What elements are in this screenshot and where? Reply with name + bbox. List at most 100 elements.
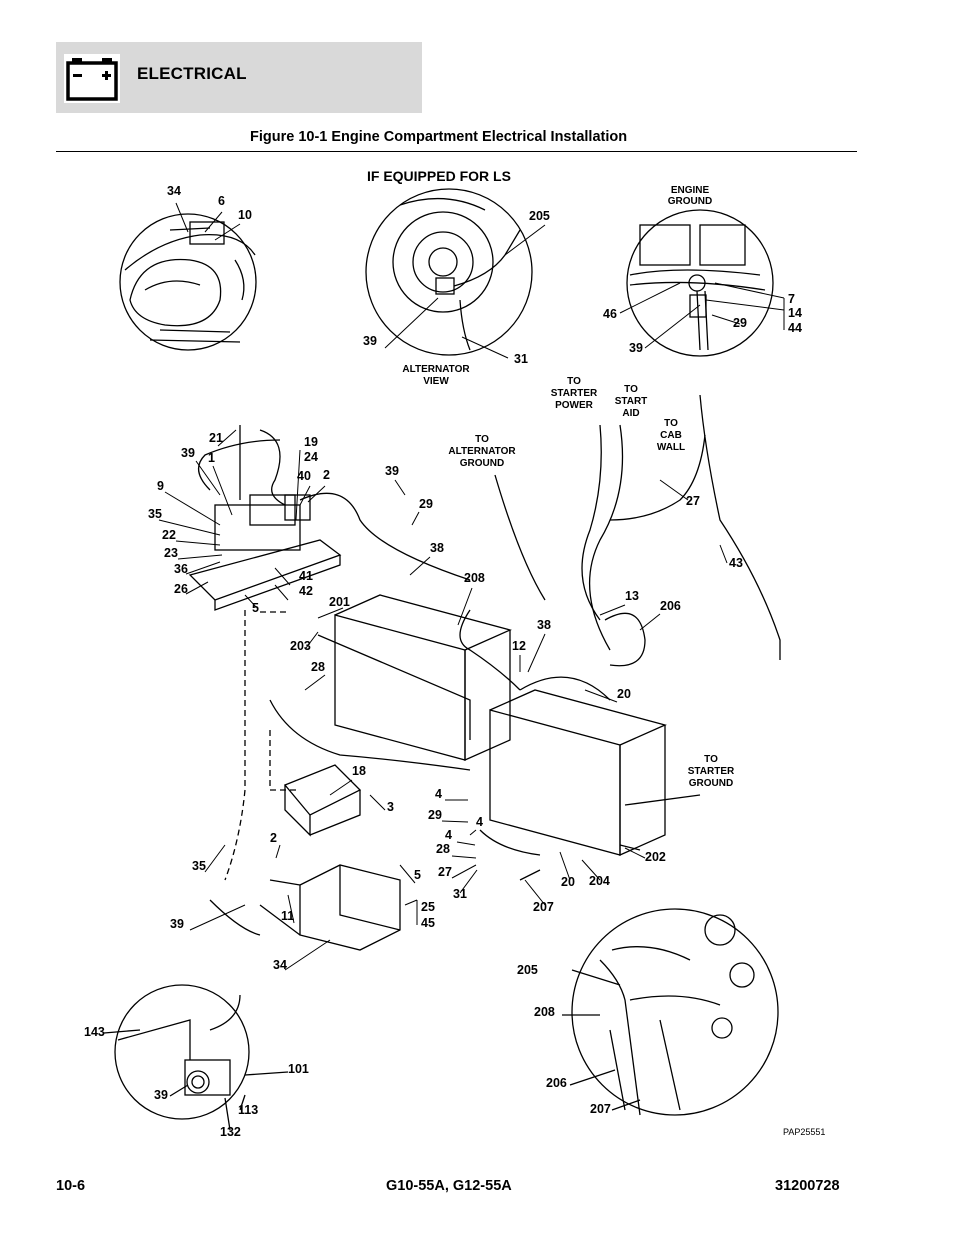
- caption-starter-power-line3: POWER: [555, 400, 594, 411]
- callout-label: 43: [729, 556, 743, 570]
- page-number: 10-6: [56, 1178, 86, 1194]
- callout-label: 22: [162, 528, 176, 542]
- caption-starter-power-line2: STARTER: [551, 388, 598, 399]
- caption-start-aid-line1: TO: [624, 384, 638, 395]
- callout-label: 4: [435, 787, 442, 801]
- detail-circle-alternator: [365, 188, 533, 356]
- ls-equipped-note: IF EQUIPPED FOR LS: [367, 168, 511, 184]
- callout-label: 40: [297, 469, 311, 483]
- caption-engine-ground-line2: GROUND: [668, 196, 712, 207]
- title-rule: [56, 151, 857, 152]
- callout-label: 4: [476, 815, 483, 829]
- callout-label: 34: [273, 958, 287, 972]
- callout-label: 7: [788, 292, 795, 306]
- relay-panel-assembly: [188, 425, 471, 611]
- section-title: ELECTRICAL: [137, 64, 247, 83]
- control-module: [283, 764, 362, 837]
- callout-label: 29: [733, 316, 747, 330]
- callout-label: 28: [311, 660, 325, 674]
- callout-label: 38: [537, 618, 551, 632]
- callout-label: 19: [304, 435, 318, 449]
- callout-label: 42: [299, 584, 313, 598]
- callout-label: 208: [464, 571, 485, 585]
- callout-label: 101: [288, 1062, 309, 1076]
- callout-label: 5: [252, 601, 259, 615]
- callout-label: 205: [517, 963, 538, 977]
- detail-circle-relay: [119, 213, 257, 351]
- callout-label: 31: [453, 887, 467, 901]
- callout-label: 208: [534, 1005, 555, 1019]
- callout-label: 201: [329, 595, 350, 609]
- callout-label: 205: [529, 209, 550, 223]
- callout-label: 35: [148, 507, 162, 521]
- caption-start-aid-line2: START: [615, 396, 648, 407]
- callout-label: 202: [645, 850, 666, 864]
- callout-label: 39: [363, 334, 377, 348]
- detail-circle-bracket: [103, 984, 289, 1131]
- callout-label: 9: [157, 479, 164, 493]
- caption-labels: ALTERNATOR VIEW ENGINE GROUND TO STARTER…: [402, 185, 735, 789]
- caption-cab-wall-line1: TO: [664, 418, 678, 429]
- caption-cab-wall-line2: CAB: [660, 430, 682, 441]
- battery-icon: [64, 54, 120, 103]
- wire-routing-dashed: [224, 610, 300, 881]
- callout-label: 25: [421, 900, 435, 914]
- callout-label: 31: [514, 352, 528, 366]
- callout-label: 27: [438, 865, 452, 879]
- detail-circle-engine-ground: [626, 209, 774, 357]
- callout-label: 14: [788, 306, 802, 320]
- callout-label: 44: [788, 321, 802, 335]
- callout-label: 12: [512, 639, 526, 653]
- callout-label: 2: [270, 831, 277, 845]
- callout-label: 143: [84, 1025, 105, 1039]
- callout-label: 13: [625, 589, 639, 603]
- caption-alt-ground-line2: ALTERNATOR: [448, 446, 516, 457]
- cable-runs: [269, 394, 781, 881]
- caption-starter-ground-line3: GROUND: [689, 778, 733, 789]
- callout-label: 18: [352, 764, 366, 778]
- callout-label: 38: [430, 541, 444, 555]
- callout-label: 46: [603, 307, 617, 321]
- callout-label: 113: [238, 1103, 258, 1117]
- callout-label: 207: [533, 900, 554, 914]
- callout-label: 39: [154, 1088, 168, 1102]
- caption-cab-wall-line3: WALL: [657, 442, 685, 453]
- detail-circle-cable-clamp: [562, 908, 779, 1116]
- figure-id: PAP25551: [783, 1127, 826, 1137]
- callout-label: 23: [164, 546, 178, 560]
- callout-label: 206: [546, 1076, 567, 1090]
- document-number: 31200728: [775, 1178, 840, 1194]
- callout-label: 10: [238, 208, 252, 222]
- figure-title: Figure 10-1 Engine Compartment Electrica…: [250, 129, 628, 145]
- callout-label: 45: [421, 916, 435, 930]
- callout-label: 35: [192, 859, 206, 873]
- callout-label: 20: [617, 687, 631, 701]
- caption-starter-power-line1: TO: [567, 376, 581, 387]
- callout-label: 39: [181, 446, 195, 460]
- caption-start-aid-line3: AID: [622, 408, 639, 419]
- callout-label: 5: [414, 868, 421, 882]
- callout-label: 27: [686, 494, 700, 508]
- callout-label: 2: [323, 468, 330, 482]
- callout-label: 39: [385, 464, 399, 478]
- battery-left: [317, 594, 512, 762]
- callout-label: 1: [208, 451, 215, 465]
- callout-label: 132: [220, 1125, 241, 1139]
- caption-alt-ground-line3: GROUND: [460, 458, 504, 469]
- callout-label: 4: [445, 828, 452, 842]
- battery-right: [489, 689, 667, 857]
- callout-label: 6: [218, 194, 225, 208]
- callout-label: 26: [174, 582, 188, 596]
- callout-label: 29: [419, 497, 433, 511]
- mounting-bracket: [209, 864, 401, 951]
- caption-starter-ground-line1: TO: [704, 754, 718, 765]
- callout-label: 11: [281, 909, 294, 923]
- caption-engine-ground-line1: ENGINE: [671, 185, 710, 196]
- callout-label: 39: [170, 917, 184, 931]
- callout-label: 20: [561, 875, 575, 889]
- callout-label: 203: [290, 639, 311, 653]
- model-numbers: G10-55A, G12-55A: [386, 1178, 512, 1194]
- caption-alternator-line1: ALTERNATOR: [402, 364, 470, 375]
